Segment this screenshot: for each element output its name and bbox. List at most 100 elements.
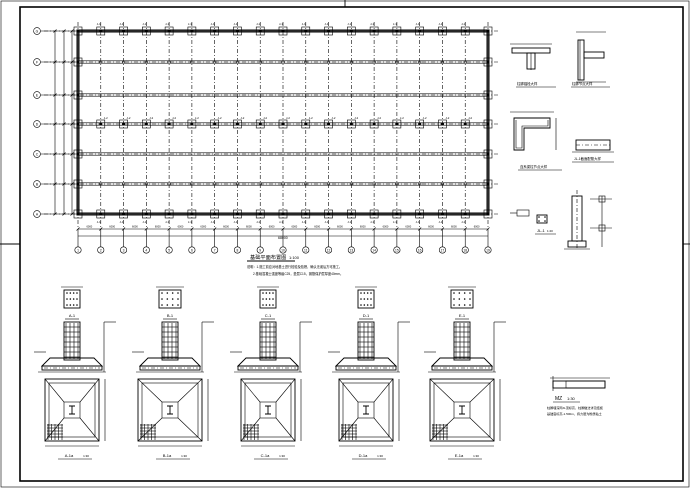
footing-16G <box>415 26 424 36</box>
footing-tag-mid-4: J-2 <box>149 116 153 120</box>
detail-1-caption: 柱脚锚栓大样 <box>517 81 538 86</box>
pile-2B <box>99 182 103 186</box>
plan-scale-C-C: 1:30 <box>279 454 285 458</box>
footing-16D <box>415 119 424 129</box>
rebar-dot-A-A <box>66 292 68 294</box>
dim-tick-6 <box>190 227 194 231</box>
plan-label-A-A: A-1a <box>65 453 74 458</box>
detail-3-caption: 连系梁柱节点大样 <box>520 164 548 169</box>
footing-13D <box>347 119 356 129</box>
column-11G <box>304 29 308 33</box>
pedestal-B-B <box>161 321 179 361</box>
rebar-dot-E-E <box>463 292 466 294</box>
rebar-dot-C-C <box>262 292 264 294</box>
footing-plan-hip-2-D-D <box>373 378 394 403</box>
footing-3A <box>119 209 128 219</box>
pile-13F <box>349 60 353 64</box>
footing-tag-top-18: J-1 <box>461 22 465 26</box>
rebar-dot-C-C <box>268 292 271 294</box>
footing-tag-bottom-8: J-1 <box>233 220 237 224</box>
column-12A <box>327 212 331 216</box>
footing-tag-bottom-13: J-1 <box>347 220 351 224</box>
footing-plan-hip-2-E-E <box>469 378 495 403</box>
rebar-dot-B-B <box>177 304 179 306</box>
rebar-dot-D-D <box>370 304 372 306</box>
pedestal-D-D <box>357 321 375 361</box>
footing-tag-mid-6: J-2 <box>195 116 199 120</box>
rebar-dot-D-D <box>360 298 362 300</box>
dim-bay-18: 6000 <box>474 225 480 229</box>
column-10D <box>281 122 285 126</box>
col-section-B-B <box>158 289 182 309</box>
axis-bubble-D <box>33 120 41 128</box>
footing-10D <box>278 119 288 129</box>
dim-tick-left-B <box>62 182 66 186</box>
axis-label-F: F <box>36 60 38 64</box>
plan-scale-B-B: 1:30 <box>181 454 187 458</box>
plan-overall-dim: 68000 <box>278 236 288 240</box>
dim-bay-16: 6000 <box>428 225 434 229</box>
footing-plan-hip-1-B-B <box>137 378 163 403</box>
rebar-dot-B-B <box>166 304 169 306</box>
footing-7G <box>210 26 219 36</box>
footing-19C <box>483 149 493 159</box>
column-15D <box>395 122 399 126</box>
rebar-dot-D-D <box>363 292 366 294</box>
dim-tick-17 <box>440 227 445 231</box>
footing-tag-top-7: J-1 <box>211 22 215 26</box>
pile-14B <box>372 182 376 186</box>
column-17A <box>440 212 444 216</box>
rebar-dot-A-A <box>76 292 78 294</box>
column-15A <box>395 212 399 216</box>
rebar-dot-E-E <box>469 292 471 294</box>
column-7A <box>213 212 217 216</box>
pile-6B <box>190 182 194 186</box>
footing-7A <box>210 209 219 219</box>
axis-label-E: E <box>36 93 39 97</box>
footing-plan-hip-4-A-A <box>79 417 100 442</box>
detail-4-caption: JL-1截面配筋大样 <box>574 156 602 161</box>
pile-4B <box>144 182 148 186</box>
foundation-plan: J-1J-1J-2J-1J-1J-2J-1J-1J-2J-1J-1J-2J-1J… <box>33 22 500 254</box>
dim-tick-15 <box>395 227 399 231</box>
pile-2F <box>99 60 103 64</box>
plan-label-D-D: D-1a <box>359 453 368 458</box>
footing-plan-A-A <box>44 378 100 442</box>
footing-base-B-B <box>139 365 201 371</box>
footing-5D <box>164 119 174 129</box>
footing-tag-top-16: J-1 <box>416 22 420 26</box>
column-11A <box>304 212 308 216</box>
column-16D <box>418 122 422 126</box>
plan-scale-A-A: 1:30 <box>83 454 89 458</box>
footing-10A <box>278 209 288 219</box>
footing-14A <box>369 209 379 219</box>
section-label-A-A: A-1 <box>69 313 76 318</box>
footing-15A <box>392 209 402 219</box>
footing-tag-bottom-3: J-1 <box>120 220 124 224</box>
column-12G <box>327 29 331 33</box>
footing-6G <box>187 26 197 36</box>
footing-plan-B-B <box>137 378 203 442</box>
axis-label-G: G <box>36 29 39 33</box>
footing-2A <box>96 209 106 219</box>
dim-tick-left-C <box>62 152 66 156</box>
detail-drawings: 柱脚锚栓大样 柱脚节点大样 连系梁柱节点大样 JL-1截面配筋大样 <box>510 31 614 416</box>
pile-8F <box>235 60 239 64</box>
column-7D <box>213 122 217 126</box>
pile-9B <box>258 182 262 186</box>
footing-17A <box>438 209 447 219</box>
footing-tag-bottom-6: J-1 <box>188 220 192 224</box>
footing-6D <box>187 119 197 129</box>
footing-tag-top-3: J-1 <box>120 22 124 26</box>
pile-15F <box>395 60 399 64</box>
column-9A <box>258 212 262 216</box>
detail-jl1-section <box>536 214 548 224</box>
column-14D <box>372 122 376 126</box>
dim-bay-6: 6000 <box>200 225 206 229</box>
col-section-C-C <box>259 289 277 309</box>
col-section-D-D <box>357 289 375 309</box>
footing-tag-bottom-7: J-1 <box>211 220 215 224</box>
steel-column-icon-E-E <box>459 405 465 415</box>
column-10G <box>281 29 285 33</box>
pile-4F <box>144 60 148 64</box>
